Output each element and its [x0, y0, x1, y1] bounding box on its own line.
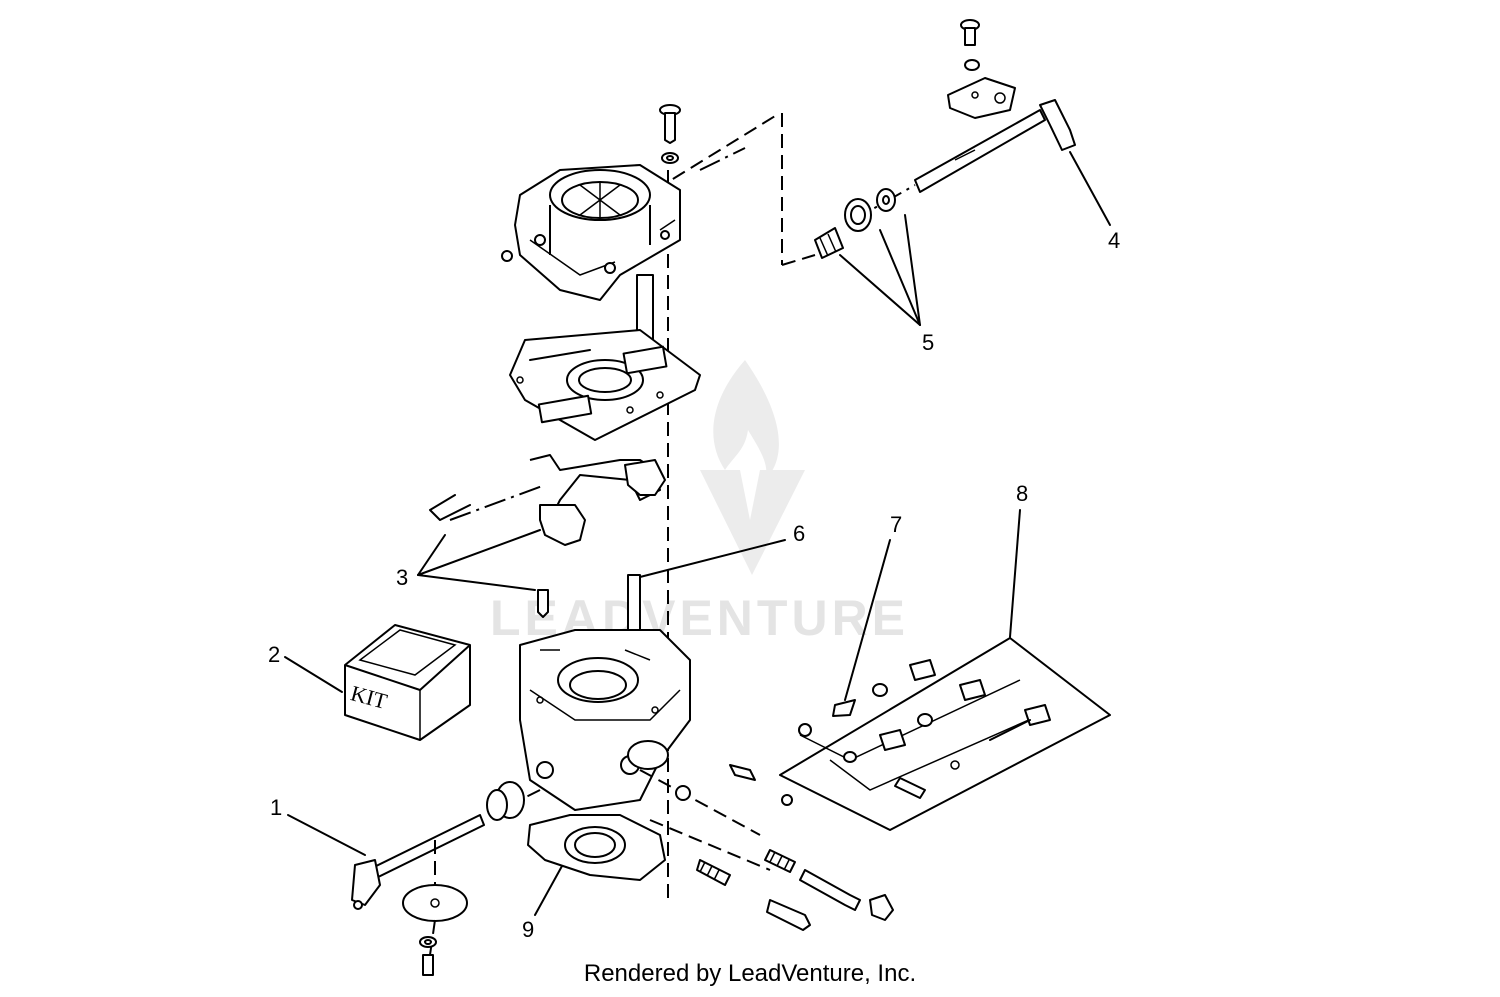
bushing — [486, 781, 525, 821]
assembly-center-lines — [449, 112, 816, 905]
callout-8: 8 — [1016, 481, 1028, 506]
callout-9: 9 — [522, 917, 534, 942]
repair-kit-panel — [779, 637, 1111, 831]
callout-4: 4 — [1108, 228, 1120, 253]
callout-numbers: 1 2 3 4 5 6 7 8 9 — [268, 228, 1120, 942]
callout-5: 5 — [922, 330, 934, 355]
callout-6: 6 — [793, 521, 805, 546]
carburetor-body — [519, 629, 691, 811]
choke-seal-parts — [814, 188, 896, 259]
leader-lines — [284, 151, 1111, 916]
gasket — [509, 329, 701, 441]
callout-1: 1 — [270, 795, 282, 820]
top-screw — [659, 104, 681, 164]
adjusting-screws — [639, 764, 894, 931]
watermark-logo: LEADVENTURE — [490, 360, 905, 646]
callout-3: 3 — [396, 565, 408, 590]
carburetor-top-cover — [501, 164, 681, 301]
footer-credit: Rendered by LeadVenture, Inc. — [583, 960, 917, 987]
float-assembly — [429, 454, 666, 546]
choke-shaft-assembly — [849, 19, 1076, 223]
callout-7: 7 — [890, 512, 902, 537]
mounting-gasket — [527, 814, 666, 881]
bottom-screw — [419, 936, 437, 976]
throttle-shaft — [351, 814, 485, 956]
needle-valve — [537, 589, 549, 618]
callout-2: 2 — [268, 642, 280, 667]
kit-box: KIT — [344, 624, 471, 741]
